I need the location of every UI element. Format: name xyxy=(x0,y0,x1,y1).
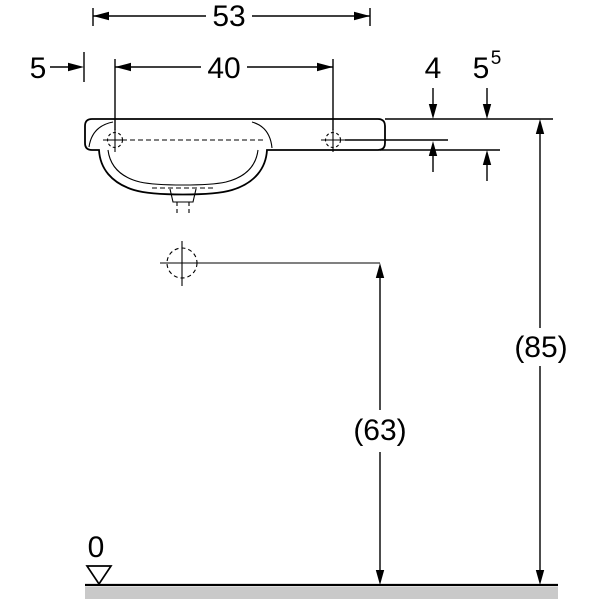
floor-band xyxy=(85,587,558,599)
dim-front-height xyxy=(428,88,438,172)
arrowhead-down xyxy=(428,104,438,119)
label-left-offset: 5 xyxy=(30,52,47,85)
label-deck-height-superscript: 5 xyxy=(491,48,502,69)
drawing-linework xyxy=(50,8,558,599)
deck-right-corner-arc xyxy=(251,121,273,149)
tap-hole-left-dashed-circle xyxy=(106,131,124,149)
deck-left-corner-arc xyxy=(88,121,114,148)
label-front-height: 4 xyxy=(425,52,442,85)
label-total-width: 53 xyxy=(212,0,245,33)
dim-left-offset xyxy=(50,52,85,82)
bowl-inner-rim-path xyxy=(107,149,259,186)
arrowhead-up xyxy=(535,119,545,134)
floor xyxy=(85,565,558,599)
dim-total-width xyxy=(92,8,371,26)
arrowhead-left xyxy=(93,11,109,21)
deck-outline-path xyxy=(84,118,386,196)
arrowhead-down xyxy=(482,104,492,119)
arrowhead-up xyxy=(428,141,438,156)
reference-lines xyxy=(345,118,553,151)
arrowhead-up xyxy=(375,263,385,278)
label-outlet-height: (63) xyxy=(353,414,406,447)
dimension-labels: 53 40 5 4 5 5 (85) (63) 0 xyxy=(30,0,568,564)
label-rim-height: (85) xyxy=(514,331,567,364)
arrowhead-right xyxy=(317,62,333,72)
arrowhead-left xyxy=(115,62,131,72)
dim-outlet-height xyxy=(160,241,385,585)
arrowhead-right xyxy=(354,11,370,21)
dim-tap-distance xyxy=(114,59,334,130)
arrowhead-right xyxy=(68,62,84,72)
arrowhead-down xyxy=(535,570,545,585)
label-tap-distance: 40 xyxy=(207,52,240,85)
arrowhead-up xyxy=(482,150,492,165)
tap-hole-right-dashed-circle xyxy=(324,131,342,149)
basin-outline xyxy=(84,118,386,213)
dim-rim-height xyxy=(535,119,545,585)
label-deck-height: 5 xyxy=(473,52,490,85)
label-floor-level: 0 xyxy=(88,531,105,564)
dim-deck-height xyxy=(482,88,492,181)
drain-cup-path xyxy=(169,188,197,203)
arrowhead-down xyxy=(375,570,385,585)
level-marker-triangle xyxy=(85,565,113,586)
